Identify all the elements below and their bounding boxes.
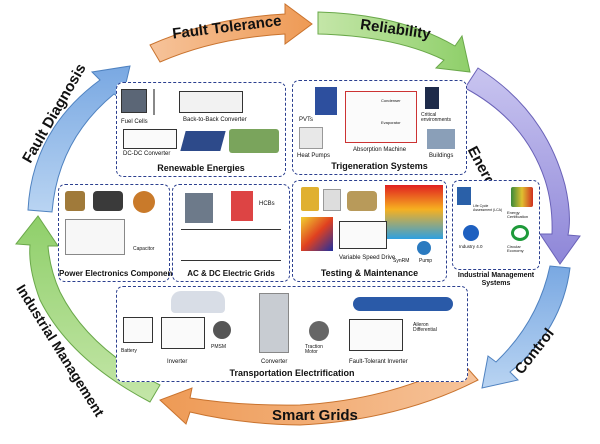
hydro-dam-image [229, 129, 279, 153]
signal-circuit-diagram [65, 219, 125, 255]
control-arrow [481, 265, 571, 389]
inverter-circuit-diagram [123, 317, 153, 343]
industrial-title: Industrial Management Systems [457, 272, 535, 288]
inductor-image [93, 191, 123, 211]
condenser-label: Condenser [381, 98, 401, 103]
energy-cert-label: Energy Certification [507, 210, 529, 219]
toroid-image [133, 191, 155, 213]
fault-diagnosis-arrow [27, 65, 131, 213]
semiconductor-module-image [65, 191, 85, 211]
solar-panels-image [180, 131, 226, 151]
dcdc-converter-icon [123, 129, 177, 149]
buildings-label: Buildings [429, 153, 454, 159]
trigeneration-title: Trigeneration Systems [331, 161, 428, 171]
pump-label: Pump [419, 258, 433, 264]
drive-unit-image [323, 189, 341, 211]
fuel-cell-image [121, 89, 147, 113]
hcb-image [231, 191, 253, 221]
transport-panel: Battery Inverter PMSM Converter Traction… [116, 286, 468, 382]
testing-panel: SynRM Pump Variable Speed Drive Testing … [292, 180, 447, 282]
fault-tolerant-circuit-diagram [349, 319, 403, 351]
inverter-bridge-diagram [161, 317, 205, 349]
absorption-label: Absorption Machine [353, 147, 407, 153]
b2b-label: Back-to-Back Converter [183, 117, 247, 123]
vsd-label: Variable Speed Drive [339, 255, 396, 261]
vsd-circuit-diagram [339, 221, 387, 249]
circular-economy-icon [511, 225, 529, 241]
renewable-energies-title: Renewable Energies [157, 163, 245, 173]
pvt-image [315, 87, 337, 115]
pmsm-label: PMSM [211, 344, 226, 350]
efficiency-map-image [385, 185, 443, 239]
energy-cert-icon [511, 187, 533, 207]
transformer-image [185, 193, 213, 223]
transport-title: Transportation Electrification [229, 368, 355, 378]
fti-label: Fault-Tolerant Inverter [349, 359, 408, 365]
industry40-icon [463, 225, 479, 241]
circular-label: Circular Economy [507, 244, 524, 253]
capacitor-label: Capacitor [133, 246, 155, 252]
lca-label: Life Cycle Assessment (LCA) [473, 204, 503, 212]
renewable-energies-panel: Fuel Cells Back-to-Back Converter DC-DC … [116, 82, 286, 177]
traction-motor-icon [309, 321, 329, 341]
converter-label: Converter [261, 359, 288, 365]
grids-panel: HCBs AC & DC Electric Grids [172, 184, 290, 282]
traction-label: Traction Motor [305, 344, 323, 355]
battery-label: Battery [121, 348, 137, 354]
multimeter-image [301, 187, 319, 211]
evaporator-label: Evaporator [381, 120, 401, 125]
wind-turbine-icon [153, 89, 155, 115]
hcbs-label: HCBs [259, 201, 275, 207]
back-to-back-converter-icon [179, 91, 243, 113]
smart-grids-arrow [159, 361, 479, 426]
motor-image [347, 191, 377, 211]
industry40-label: Industry 4.0 [459, 244, 483, 249]
energy-efficiency-arrow [464, 67, 581, 265]
buildings-image [427, 129, 455, 149]
pump-image [417, 241, 431, 255]
pmsm-icon [213, 321, 231, 339]
grids-title: AC & DC Electric Grids [187, 269, 275, 278]
heat-pump-image [299, 127, 323, 149]
reliability-arrow [317, 11, 471, 73]
grid-network-diagram [181, 229, 281, 261]
power-electronics-panel: Capacitor Power Electronics Components [58, 184, 180, 282]
lca-icon [457, 187, 471, 205]
aileron-label: Aileron Differential [413, 322, 437, 333]
industrial-management-arrow [15, 215, 161, 403]
critical-label: Critical environments [421, 112, 452, 123]
inverter-label: Inverter [167, 359, 188, 365]
heat-pumps-label: Heat Pumps [297, 153, 331, 159]
dcdc-label: DC-DC Converter [123, 151, 171, 157]
fault-tolerance-arrow [149, 3, 313, 63]
power-electronics-title: Power Electronics Components [59, 269, 180, 278]
fuel-cells-label: Fuel Cells [121, 119, 148, 125]
absorption-diagram [345, 91, 417, 143]
airplane-image [353, 297, 453, 311]
synrm-label: SynRM [393, 258, 410, 264]
pvts-label: PVTs [299, 117, 314, 123]
car-image [171, 291, 225, 313]
industrial-panel: Life Cycle Assessment (LCA) Energy Certi… [452, 180, 540, 270]
thermal-image [301, 217, 333, 251]
testing-title: Testing & Maintenance [320, 268, 419, 278]
converter-cabinet-image [259, 293, 289, 353]
server-rack-image [425, 87, 439, 109]
trigeneration-panel: PVTs Heat Pumps Condenser Evaporator Abs… [292, 80, 467, 175]
smart-grids-label: Smart Grids [272, 407, 358, 424]
